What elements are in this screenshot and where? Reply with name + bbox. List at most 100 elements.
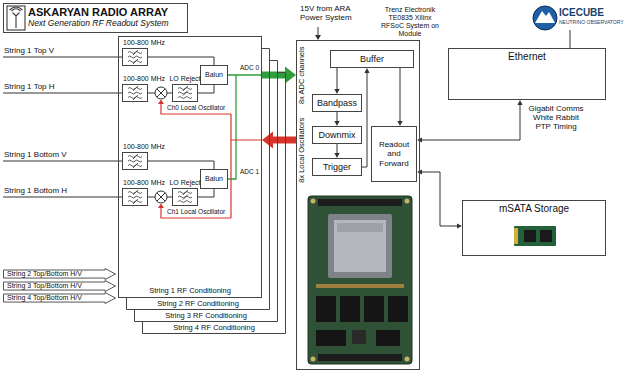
box-label: String 1 RF Conditioning: [149, 287, 231, 296]
input-label: String 1 Top V: [4, 46, 54, 55]
process-box: Trigger: [312, 158, 362, 176]
arrowhead: [262, 132, 273, 149]
lo-arrowhead: [158, 100, 164, 105]
process-label: Readout and Forward: [376, 140, 412, 168]
bandpass-filter: 100-800 MHz: [122, 188, 148, 206]
rfsoc-marking: [337, 223, 383, 232]
power-label: 15V from ARA Power System: [300, 4, 374, 22]
memory-chip: [340, 296, 360, 322]
input-label: String 1 Bottom V: [4, 150, 67, 159]
input-label: String 1 Top H: [4, 82, 55, 91]
title-text: ASKARYAN RADIO ARRAY: [28, 6, 168, 19]
power-arrow: [318, 27, 319, 35]
signal-connector: [148, 161, 214, 169]
title-box: ASKARYAN RADIO ARRAYNext Generation RF R…: [3, 3, 188, 33]
signal-connector: [198, 85, 214, 93]
process-box: Downmix: [312, 126, 362, 144]
system-on-module: Trenz Electronik TE0835 Xilinx RFSoC Sys…: [296, 40, 420, 370]
filter-symbol: [128, 50, 142, 64]
signal-connector: [420, 103, 520, 140]
lo-label: Ch1 Local Oscillator: [167, 208, 225, 215]
adc-label: ADC 0: [240, 64, 259, 71]
bandpass-filter: 100-800 MHz: [122, 152, 148, 170]
mount-hole: [311, 199, 316, 204]
connector-group: [362, 68, 370, 167]
rf-conditioning-box: String 3 RF Conditioning: [134, 60, 278, 322]
memory-chip: [388, 296, 408, 322]
connector-group: [397, 68, 402, 126]
filter-symbol: [128, 190, 142, 204]
connector-group: [417, 169, 462, 228]
subtitle-text: Next Generation RF Readout System: [28, 19, 169, 29]
connector-group: [148, 161, 214, 169]
block-label: Balun: [205, 175, 223, 183]
bandpass-filter: 100-800 MHz: [122, 84, 148, 102]
bundle-label: String 4 Top/Bottom H/V: [7, 294, 82, 302]
process-label: Buffer: [360, 54, 384, 64]
filter-label: LO Reject: [169, 179, 200, 187]
filter-symbol: [128, 86, 142, 100]
connector-group: [334, 68, 339, 94]
box-edge: [135, 61, 278, 322]
process-box: Readout and Forward: [371, 126, 417, 182]
process-label: Bandpass: [317, 98, 357, 108]
connector: [318, 199, 402, 206]
mixer-symbol: [155, 87, 167, 99]
component: [352, 330, 366, 344]
arrowhead: [517, 100, 522, 105]
input-bundle-arrow: String 2 Top/Bottom H/V: [3, 268, 116, 280]
connector: [318, 354, 402, 361]
input-bundle-arrow: String 4 Top/Bottom H/V: [3, 292, 116, 304]
filter-band: 100-800 MHz: [123, 179, 165, 187]
connector-group: [198, 189, 214, 197]
storage-box: mSATA Storage: [462, 200, 606, 256]
box-label: String 2 RF Conditioning: [157, 300, 239, 309]
rf-conditioning-box: String 1 RF Conditioning100-800 MHz100-8…: [118, 36, 262, 298]
signal-connector: [198, 189, 214, 197]
adc-wire: [228, 75, 262, 179]
board-photo: [308, 196, 412, 364]
icecube-logo: [533, 6, 557, 30]
signal-connector: [362, 71, 367, 167]
process-box: Bandpass: [312, 94, 362, 112]
filter-symbol: [178, 86, 192, 99]
pcb: [308, 196, 412, 364]
filter-band: 100-800 MHz: [123, 75, 165, 83]
connector-group: [262, 67, 296, 84]
filter-band: 100-800 MHz: [123, 39, 165, 47]
arrowhead: [364, 68, 369, 73]
logo-ice: [535, 11, 555, 23]
logo-text: NEUTRINO OBSERVATORY: [559, 20, 624, 26]
component: [376, 330, 400, 346]
connector-group: [198, 85, 214, 93]
bundle-label: String 3 Top/Bottom H/V: [7, 282, 82, 290]
signal-connector: [420, 172, 459, 226]
bundle-label: String 2 Top/Bottom H/V: [7, 270, 82, 278]
filter-band: 100-800 MHz: [123, 143, 165, 151]
box-label: Ethernet: [508, 51, 546, 63]
antenna-symbol: [10, 7, 23, 28]
components: [316, 284, 404, 288]
edge-label: Gigabit Comms White Rabbit PTP Timing: [526, 104, 586, 132]
arrow-shape: [4, 292, 116, 303]
arrow-shape: [4, 268, 116, 279]
process-label: Trigger: [323, 162, 351, 172]
box-label: String 3 RF Conditioning: [165, 312, 247, 321]
lo-wire: [161, 104, 262, 218]
connector-group: [417, 100, 523, 143]
process-label: Downmix: [318, 130, 355, 140]
lo-label: Ch0 Local Oscillator: [167, 104, 225, 111]
rfsoc-lid: [334, 220, 386, 272]
mount-hole: [405, 199, 410, 204]
balun-block: Balun: [200, 65, 228, 85]
mount-hole: [405, 357, 410, 362]
box-label: String 4 RF Conditioning: [173, 324, 255, 333]
box-edge: [143, 73, 286, 334]
logo-text: ICECUBE: [559, 7, 604, 19]
connector-group: [334, 112, 339, 126]
block-label: Balun: [205, 71, 223, 79]
signal-connector: [400, 68, 401, 123]
card-chip: [540, 230, 552, 242]
filter-symbol: [178, 190, 192, 203]
